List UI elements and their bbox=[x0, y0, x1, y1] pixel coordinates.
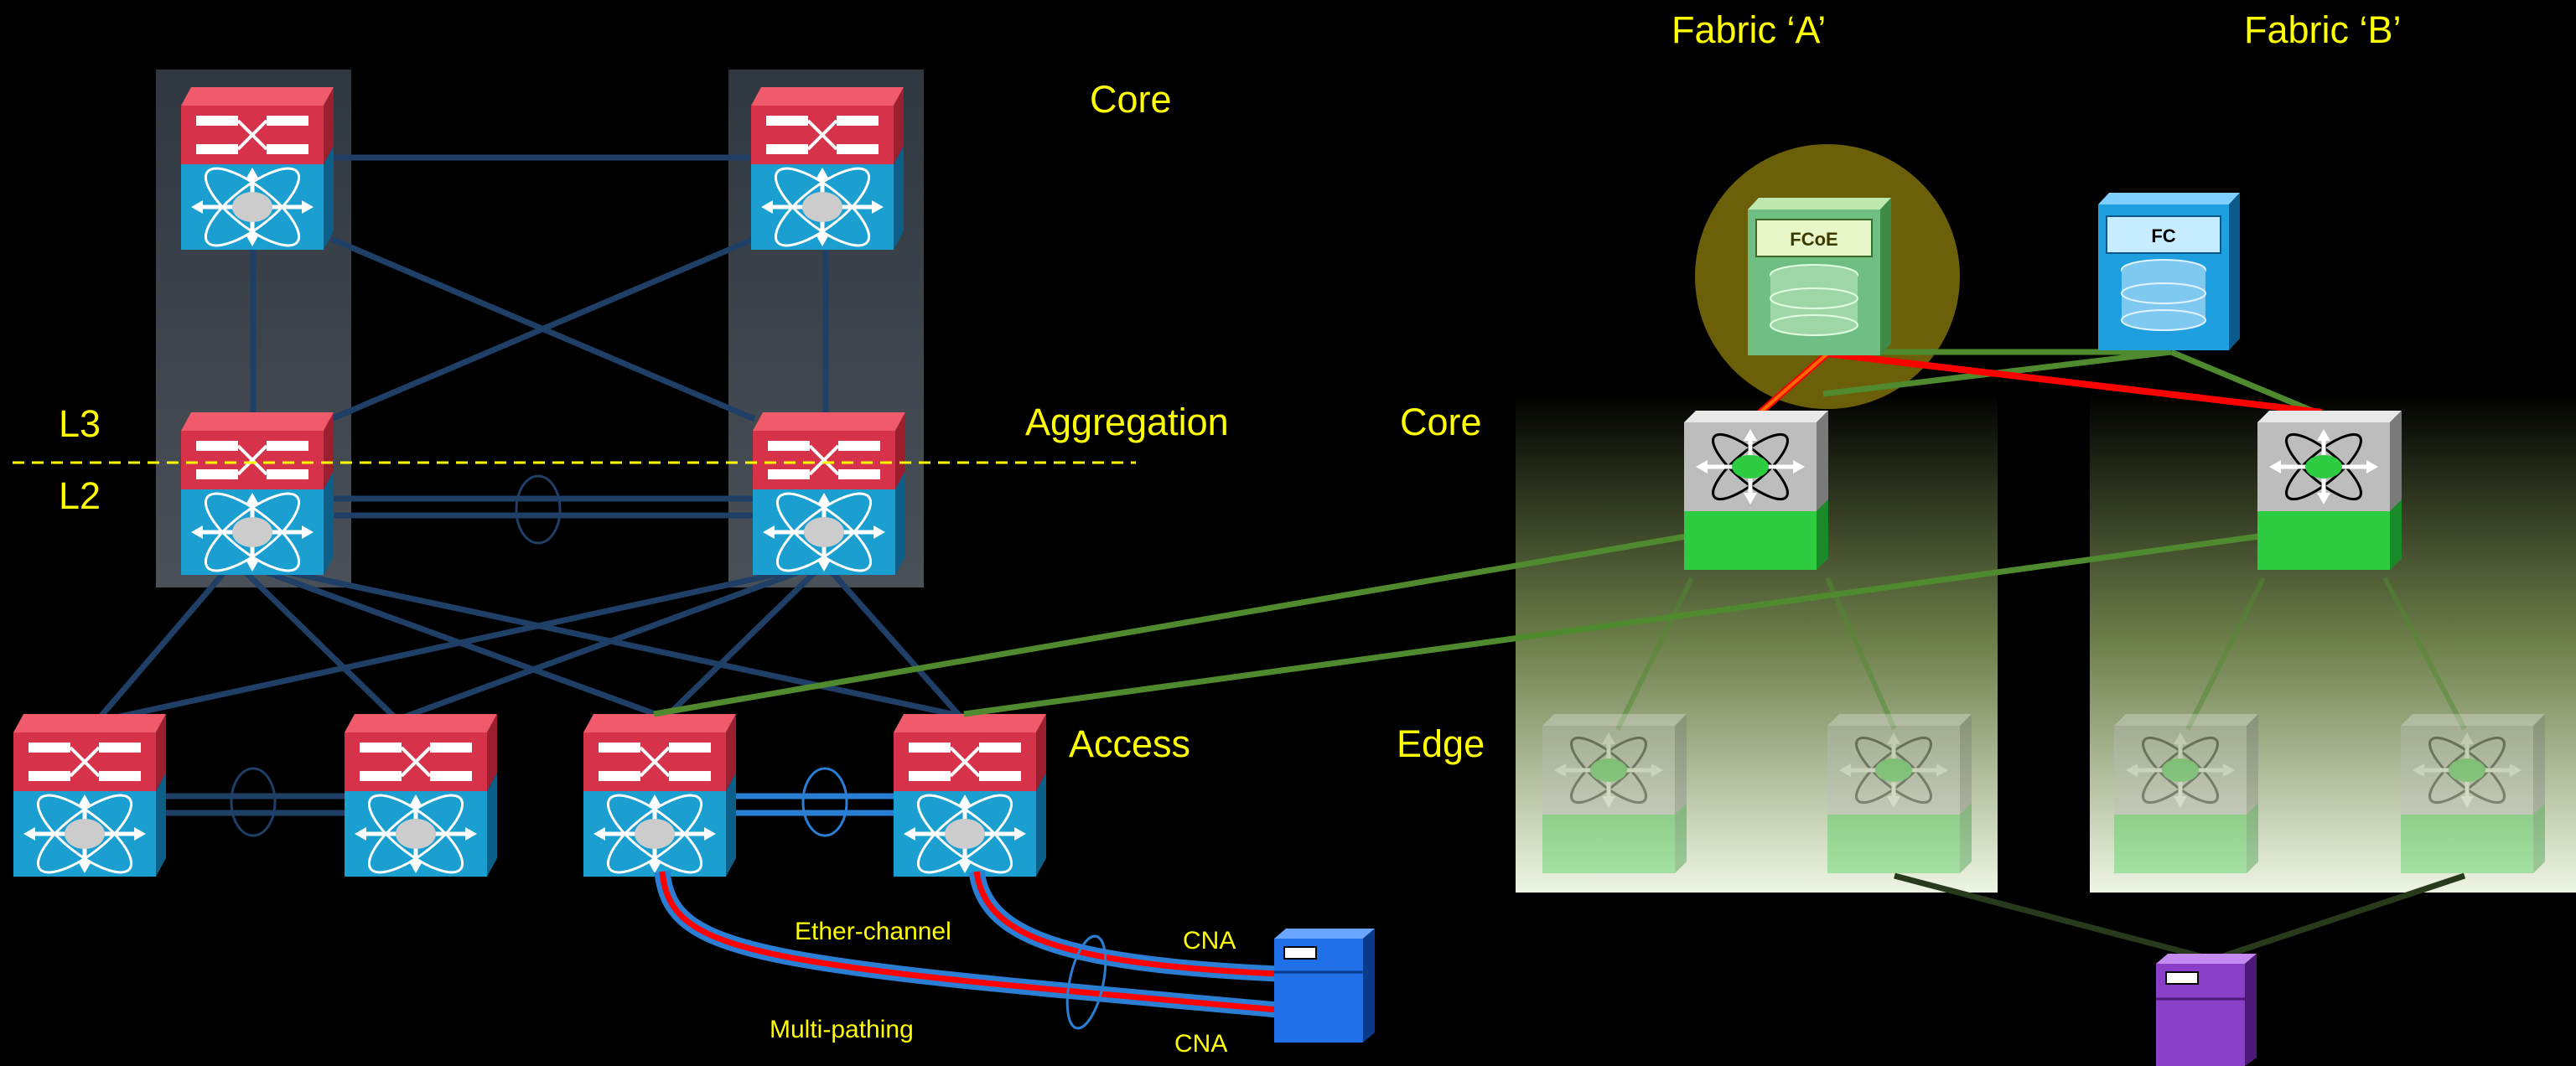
aggregation-label: Aggregation bbox=[1025, 401, 1229, 443]
agg-switch-right-icon[interactable] bbox=[753, 412, 905, 583]
access-etherchannel-oval bbox=[801, 767, 848, 837]
fabric-b-label: Fabric ‘B’ bbox=[2244, 8, 2402, 51]
core-switch-left-icon[interactable] bbox=[181, 87, 334, 258]
mds-edge-a1-icon[interactable] bbox=[1542, 714, 1687, 873]
fc-storage-icon[interactable] bbox=[2098, 193, 2240, 350]
fcoe-label: FCoE bbox=[1790, 229, 1837, 250]
mds-edge-b1-icon[interactable] bbox=[2114, 714, 2258, 873]
server-icon[interactable] bbox=[1274, 929, 1375, 1043]
access-switch-3-icon[interactable] bbox=[583, 714, 736, 885]
core-switch-right-icon[interactable] bbox=[751, 87, 904, 258]
ether-channel-label: Ether-channel bbox=[795, 918, 951, 945]
etherchannel-ovals bbox=[230, 474, 562, 837]
fabric-a-label: Fabric ‘A’ bbox=[1672, 8, 1827, 51]
lan-links bbox=[98, 154, 967, 816]
access-bundle-links bbox=[728, 793, 897, 816]
cna-bottom-label: CNA bbox=[1174, 1030, 1228, 1058]
access-switch-2-icon[interactable] bbox=[345, 714, 497, 885]
mds-core-b-icon[interactable] bbox=[2257, 411, 2402, 570]
san-core-label: Core bbox=[1400, 401, 1482, 443]
host-server-icon[interactable] bbox=[2156, 954, 2257, 1066]
l3-label: L3 bbox=[59, 402, 101, 445]
access-label: Access bbox=[1069, 722, 1191, 765]
cna-top-label: CNA bbox=[1183, 927, 1236, 955]
mds-edge-b2-icon[interactable] bbox=[2401, 714, 2545, 873]
access-switch-4-icon[interactable] bbox=[894, 714, 1046, 885]
mds-core-a-icon[interactable] bbox=[1684, 411, 1828, 570]
mds-edge-a2-icon[interactable] bbox=[1827, 714, 1972, 873]
multipath-oval bbox=[1065, 934, 1107, 1030]
l2-label: L2 bbox=[59, 474, 101, 517]
core-label: Core bbox=[1090, 78, 1172, 121]
access-switch-1-icon[interactable] bbox=[13, 714, 166, 885]
san-links bbox=[653, 349, 2467, 963]
san-edge-label: Edge bbox=[1397, 722, 1485, 765]
fc-label: FC bbox=[2151, 225, 2175, 246]
agg-switch-left-icon[interactable] bbox=[181, 412, 334, 583]
cna-cables bbox=[654, 870, 1279, 1018]
fcoe-storage-icon[interactable] bbox=[1748, 198, 1891, 355]
multi-pathing-label: Multi-pathing bbox=[770, 1016, 914, 1043]
